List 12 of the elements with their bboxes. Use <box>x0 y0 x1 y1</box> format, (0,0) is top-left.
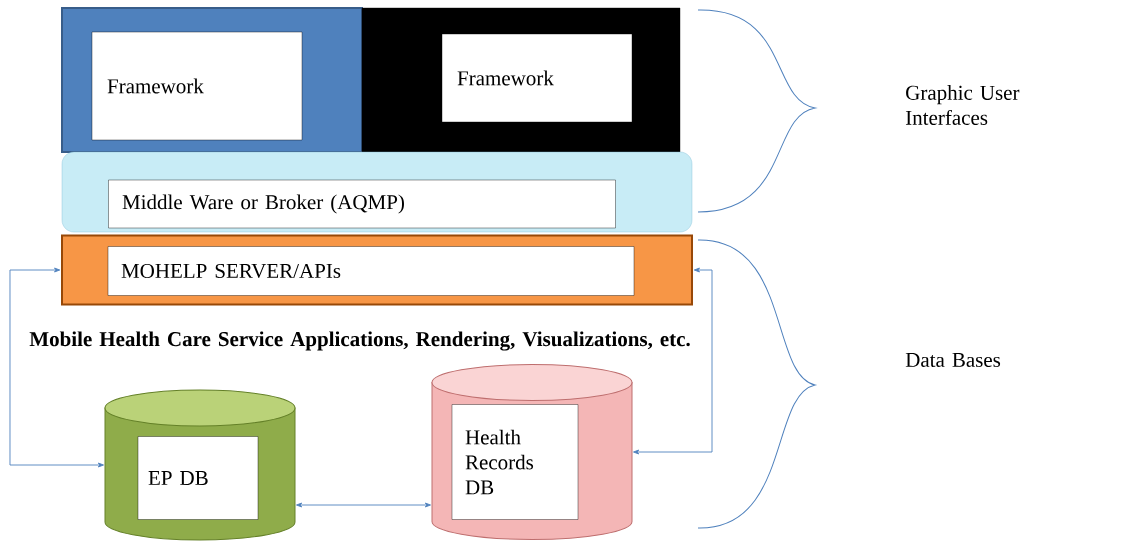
side-label: Data Bases <box>905 353 1001 367</box>
side-label: Graphic User Interfaces <box>905 85 1020 125</box>
text-box: Framework <box>91 31 303 141</box>
text-box: Middle Ware or Broker (AQMP) <box>108 179 616 229</box>
arrow <box>9 267 104 468</box>
text-box: Health Records DB <box>451 404 579 520</box>
arrow <box>633 267 713 455</box>
arrow <box>296 502 431 508</box>
caption-text: Mobile Health Care Service Applications, Rendering, Visualizations, etc. <box>29 331 690 351</box>
text-box: Framework <box>441 33 633 123</box>
text-box: EP DB <box>137 436 259 520</box>
text-box: MOHELP SERVER/APIs <box>107 246 635 296</box>
